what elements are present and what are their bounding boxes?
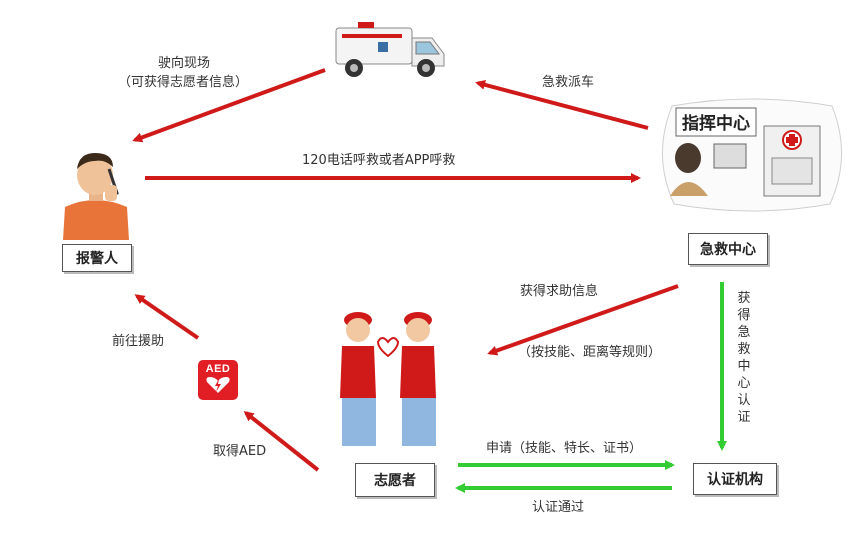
label-drive-to-scene-2: （可获得志愿者信息）	[118, 75, 249, 90]
node-cert-org: 认证机构	[693, 463, 777, 495]
label-center-cert: 获得急救中心认证	[737, 291, 751, 425]
label-call: 120电话呼救或者APP呼救	[302, 153, 456, 168]
arrow-drive-to-scene	[132, 68, 326, 143]
node-volunteer-label: 志愿者	[374, 473, 416, 489]
label-dispatch: 急救派车	[542, 75, 595, 90]
label-go-help: 前往援助	[112, 334, 165, 349]
node-caller: 报警人	[62, 244, 132, 272]
aed-label: AED	[205, 363, 231, 375]
node-cert-org-label: 认证机构	[707, 472, 763, 488]
node-caller-label: 报警人	[76, 251, 118, 267]
aed-heart-bolt-icon	[206, 377, 230, 393]
label-apply: 申请（技能、特长、证书）	[486, 441, 643, 456]
label-approved: 认证通过	[532, 500, 585, 515]
node-center-label: 急救中心	[700, 242, 756, 258]
ambulance-illustration	[335, 22, 445, 77]
label-get-aed: 取得AED	[213, 444, 267, 459]
arrow-go-help	[134, 294, 200, 340]
arrow-help-info	[487, 284, 679, 356]
label-help-info-1: 获得求助信息	[520, 284, 599, 299]
label-help-info-2: （按技能、距离等规则）	[518, 345, 662, 360]
caller-illustration	[63, 153, 129, 240]
arrow-dispatch	[475, 79, 649, 130]
node-volunteer: 志愿者	[355, 463, 435, 497]
label-drive-to-scene-1: 驶向现场	[158, 56, 211, 71]
arrow-get-aed	[243, 411, 320, 472]
node-center: 急救中心	[688, 233, 768, 265]
command-center-illustration: 指挥中心	[661, 98, 843, 212]
aed-icon: AED	[198, 360, 238, 400]
volunteers-illustration	[340, 312, 436, 446]
center-sign-text: 指挥中心	[682, 113, 750, 134]
